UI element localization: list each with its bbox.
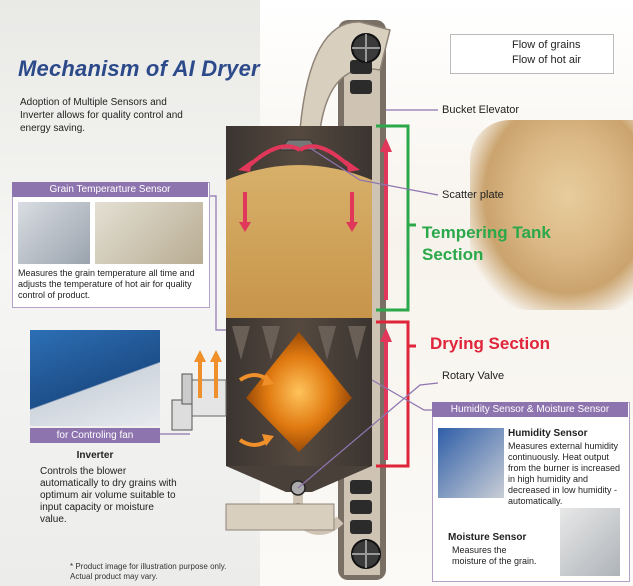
humidity-sensor-photo xyxy=(438,428,504,498)
inverter-heading: for Controling fan xyxy=(30,428,160,443)
page-title: Mechanism of AI Dryer xyxy=(18,56,260,81)
drying-bracket xyxy=(376,320,416,468)
moisture-sensor-title: Moisture Sensor xyxy=(448,532,527,543)
grain-sensor-photo xyxy=(18,202,90,264)
elevator-buckets xyxy=(350,60,372,534)
grain-photo xyxy=(470,120,633,310)
humidity-sensor-title: Humidity Sensor xyxy=(508,428,588,439)
hopper xyxy=(226,466,372,492)
grain-flow-arrows xyxy=(243,144,388,460)
humidity-sensor-text: Measures external humidity continuously.… xyxy=(508,441,621,506)
grain-pile xyxy=(226,165,372,318)
blower-pipe xyxy=(181,373,193,405)
grain-sensor-closeup-photo xyxy=(95,202,203,264)
scatter-plate-label: Scatter plate xyxy=(442,189,504,201)
tempering-section-label: Tempering Tank Section xyxy=(422,223,551,264)
burner-diamond xyxy=(246,332,352,452)
bucket-elevator-label: Bucket Elevator xyxy=(442,104,520,116)
moisture-sensor-text: Measures the moisture of the grain. xyxy=(452,545,537,566)
tempering-bracket xyxy=(376,124,416,312)
footnote: * Product image for illustration purpose… xyxy=(70,562,227,581)
air-flow-heads xyxy=(194,350,274,446)
grain-sensor-heading: Grain Temperarture Sensor xyxy=(12,182,208,197)
grain-sensor-text: Measures the grain temperature all time … xyxy=(18,268,195,300)
inverter-title: Inverter xyxy=(76,450,114,461)
drying-section-label: Drying Section xyxy=(430,334,550,353)
grain-flow-heads xyxy=(238,138,392,342)
blower-duct xyxy=(189,379,227,417)
rotary-valve-label: Rotary Valve xyxy=(442,370,505,382)
moisture-sensor-photo xyxy=(560,508,620,576)
legend-box xyxy=(450,34,614,74)
inverter-text: Controls the blower automatically to dry… xyxy=(40,466,177,525)
intro-text: Adoption of Multiple Sensors and Inverte… xyxy=(20,97,183,134)
humidity-moisture-heading: Humidity Sensor & Moisture Sensor xyxy=(432,402,628,417)
legend-grains-label: Flow of grains xyxy=(512,39,581,51)
inverter-photo xyxy=(30,330,160,426)
leader-lines xyxy=(160,109,439,489)
legend-air-label: Flow of hot air xyxy=(512,54,582,66)
drying-louvers xyxy=(232,326,366,360)
base xyxy=(225,503,335,531)
